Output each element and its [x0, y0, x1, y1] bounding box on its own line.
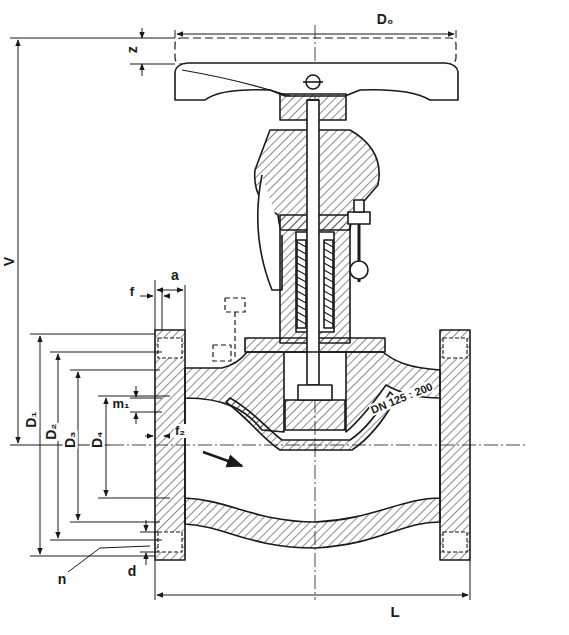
- dimension-label: n: [57, 572, 68, 587]
- dimension-label: f: [129, 285, 135, 299]
- dimension-label: D₃: [62, 431, 77, 450]
- dimension-label: a: [170, 268, 180, 283]
- dimension-label: L: [389, 604, 400, 621]
- dimension-label: m₁: [112, 397, 131, 411]
- dimension-label: D₂: [44, 423, 59, 441]
- dimension-label: D₄: [89, 431, 104, 450]
- dimension-label: D₀: [376, 12, 394, 27]
- dimension-label: f₂: [174, 424, 186, 438]
- dimension-label: z: [124, 45, 139, 54]
- dimension-label: V: [2, 256, 17, 267]
- dimension-label: d: [127, 564, 138, 579]
- dimension-label: D₁: [24, 411, 39, 429]
